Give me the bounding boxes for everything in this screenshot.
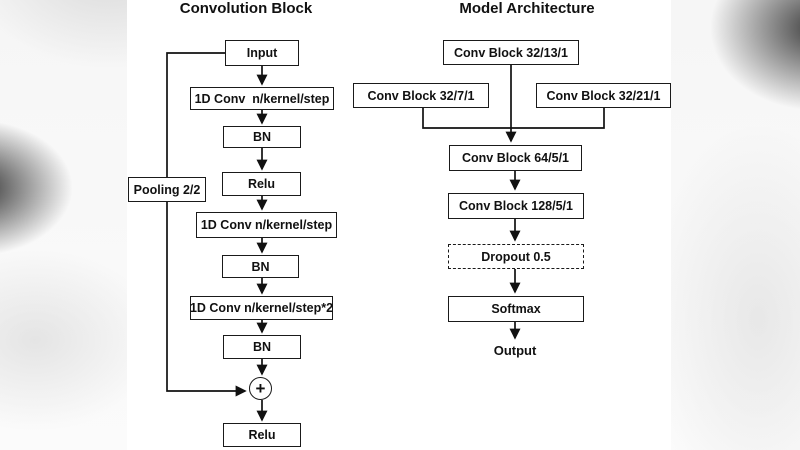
right-chart-title: Model Architecture <box>459 0 595 17</box>
node-bn-1: BN <box>223 126 301 148</box>
node-pooling: Pooling 2/2 <box>128 177 206 202</box>
node-conv-block-32-7-1: Conv Block 32/7/1 <box>353 83 489 108</box>
node-softmax: Softmax <box>448 296 584 322</box>
node-relu-1: Relu <box>222 172 301 196</box>
output-label: Output <box>493 343 537 358</box>
node-input: Input <box>225 40 299 66</box>
left-chart-title: Convolution Block <box>179 0 313 17</box>
node-conv-block-32-13-1: Conv Block 32/13/1 <box>443 40 579 65</box>
node-conv1d-2: 1D Conv n/kernel/step <box>196 212 337 238</box>
node-conv-block-32-21-1: Conv Block 32/21/1 <box>536 83 671 108</box>
sum-junction: + <box>249 377 272 400</box>
node-conv-block-128-5-1: Conv Block 128/5/1 <box>448 193 584 219</box>
node-relu-2: Relu <box>223 423 301 447</box>
plus-icon: + <box>255 379 266 398</box>
node-conv-block-64-5-1: Conv Block 64/5/1 <box>449 145 582 171</box>
node-conv1d-1: 1D Conv n/kernel/step <box>190 87 334 110</box>
node-bn-3: BN <box>223 335 301 359</box>
node-bn-2: BN <box>222 255 299 278</box>
node-conv1d-3: 1D Conv n/kernel/step*2 <box>190 296 333 320</box>
connector-branch-merge <box>422 107 605 129</box>
node-dropout: Dropout 0.5 <box>448 244 584 269</box>
connector-skip-input-to-sum <box>166 52 247 397</box>
